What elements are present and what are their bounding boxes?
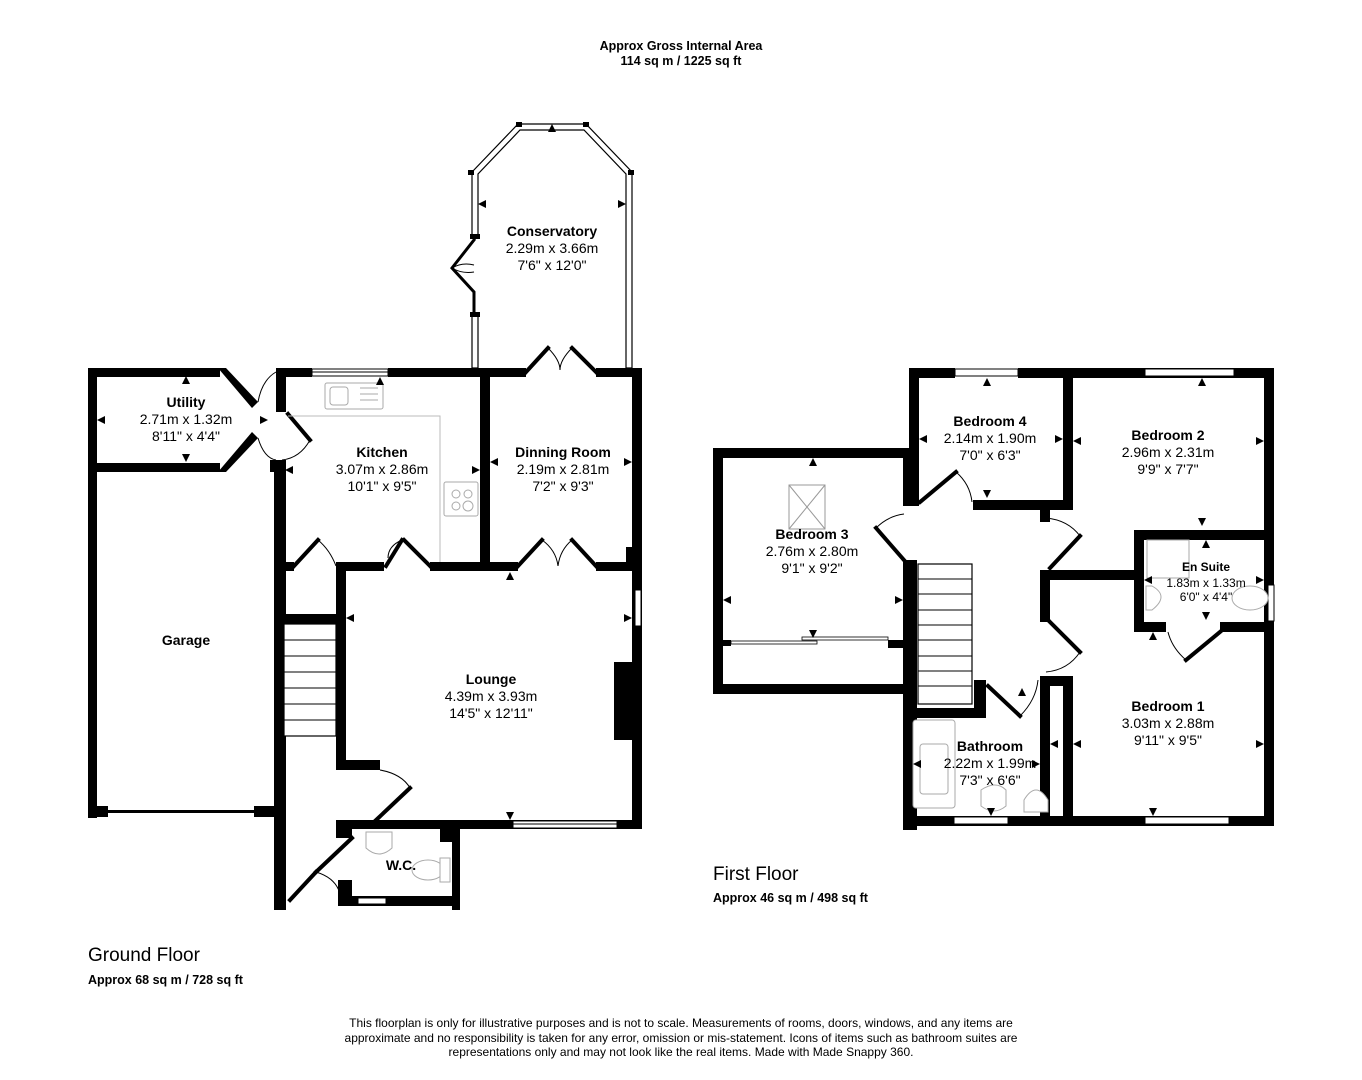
- room-bedroom-2: Bedroom 2 2.96m x 2.31m 9'9" x 7'7": [1122, 427, 1215, 478]
- room-imperial: 9'1" x 9'2": [781, 560, 843, 576]
- gross-area-title: Approx Gross Internal Area: [599, 39, 763, 53]
- room-imperial: 9'9" x 7'7": [1137, 461, 1199, 477]
- room-name: Dinning Room: [515, 444, 611, 460]
- room-metric: 2.14m x 1.90m: [943, 430, 1037, 446]
- first-floor-stairs: [917, 563, 973, 705]
- room-metric: 3.07m x 2.86m: [335, 461, 429, 477]
- disclaimer-text: This floorplan is only for illustrative …: [344, 1016, 1018, 1059]
- room-metric: 2.19m x 2.81m: [516, 461, 610, 477]
- ground-floor-area: Approx 68 sq m / 728 sq ft: [88, 973, 243, 987]
- conservatory-bifold-door: [450, 237, 477, 314]
- gross-area-header: Approx Gross Internal Area 114 sq m / 12…: [600, 39, 763, 69]
- room-imperial: 7'3" x 6'6": [959, 772, 1021, 788]
- room-name: Bedroom 3: [775, 526, 849, 542]
- room-name: Bedroom 4: [953, 413, 1027, 429]
- first-floor-measure-arrows: [723, 378, 1264, 816]
- room-name: Lounge: [465, 671, 517, 687]
- room-imperial: 7'0" x 6'3": [959, 447, 1021, 463]
- ground-floor-doors: [257, 345, 599, 903]
- room-name: Utility: [166, 394, 206, 410]
- gross-area-value: 114 sq m / 1225 sq ft: [620, 54, 742, 68]
- first-floor-doors: [873, 469, 1223, 719]
- ground-floor-plan: [88, 122, 642, 910]
- conservatory-walls: [468, 122, 634, 369]
- room-bathroom: Bathroom 2.22m x 1.99m 7'3" x 6'6": [944, 738, 1037, 789]
- ground-floor-windows: [311, 368, 642, 905]
- room-name: Kitchen: [356, 444, 408, 460]
- room-conservatory: Conservatory 2.29m x 3.66m 7'6" x 12'0": [506, 223, 599, 274]
- room-utility: Utility 2.71m x 1.32m 8'11" x 4'4": [140, 394, 233, 445]
- room-imperial: 7'6" x 12'0": [517, 257, 587, 273]
- room-kitchen: Kitchen 3.07m x 2.86m 10'1" x 9'5": [336, 444, 429, 495]
- room-name: Bedroom 1: [1131, 698, 1205, 714]
- first-floor-windows: [730, 368, 1275, 825]
- room-bedroom-1: Bedroom 1 3.03m x 2.88m 9'11" x 9'5": [1122, 698, 1215, 749]
- room-name: W.C.: [385, 857, 417, 873]
- room-metric: 1.83m x 1.33m: [1166, 576, 1246, 590]
- utility-walls: [88, 368, 258, 472]
- room-imperial: 10'1" x 9'5": [347, 478, 417, 494]
- room-garage: Garage: [162, 632, 210, 649]
- ground-floor-title: Ground Floor: [88, 945, 200, 966]
- first-floor-plan: [713, 368, 1275, 830]
- room-name: Conservatory: [506, 223, 598, 239]
- room-bedroom-3: Bedroom 3 2.76m x 2.80m 9'1" x 9'2": [766, 526, 859, 577]
- ground-floor-fixtures: [288, 382, 479, 883]
- garage-walls: [88, 468, 274, 818]
- room-wc: W.C.: [386, 857, 416, 874]
- room-metric: 3.03m x 2.88m: [1121, 715, 1215, 731]
- room-metric: 2.22m x 1.99m: [943, 755, 1037, 771]
- ground-floor-stairs: [283, 623, 337, 737]
- room-metric: 2.29m x 3.66m: [505, 240, 599, 256]
- room-dinning-room: Dinning Room 2.19m x 2.81m 7'2" x 9'3": [515, 444, 611, 495]
- room-metric: 2.71m x 1.32m: [139, 411, 233, 427]
- room-en-suite: En Suite 1.83m x 1.33m 6'0" x 4'4": [1166, 559, 1245, 604]
- room-metric: 2.96m x 2.31m: [1121, 444, 1215, 460]
- room-metric: 4.39m x 3.93m: [444, 688, 538, 704]
- room-imperial: 14'5" x 12'11": [449, 705, 533, 721]
- room-imperial: 7'2" x 9'3": [532, 478, 594, 494]
- room-lounge: Lounge 4.39m x 3.93m 14'5" x 12'11": [445, 671, 538, 722]
- room-imperial: 6'0" x 4'4": [1179, 590, 1233, 604]
- room-bedroom-4: Bedroom 4 2.14m x 1.90m 7'0" x 6'3": [944, 413, 1037, 464]
- room-imperial: 8'11" x 4'4": [152, 428, 220, 444]
- room-name: Bedroom 2: [1131, 427, 1205, 443]
- room-name: Bathroom: [956, 738, 1024, 754]
- first-floor-area: Approx 46 sq m / 498 sq ft: [713, 891, 868, 905]
- room-name: En Suite: [1181, 560, 1230, 574]
- room-metric: 2.76m x 2.80m: [765, 543, 859, 559]
- room-imperial: 9'11" x 9'5": [1134, 732, 1202, 748]
- room-name: Garage: [161, 632, 211, 648]
- ground-floor-measure-arrows: [97, 124, 632, 820]
- first-floor-title: First Floor: [713, 864, 799, 885]
